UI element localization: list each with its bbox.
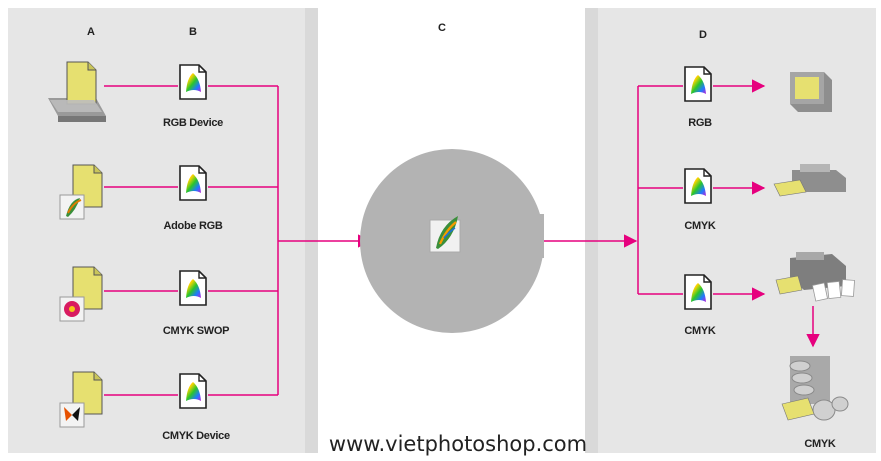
panel-d bbox=[598, 8, 876, 453]
profile-to-device-arrows bbox=[713, 79, 820, 348]
output-bus-connector bbox=[637, 85, 683, 295]
input-profile-label: CMYK Device bbox=[162, 430, 230, 442]
watermark-text: www.vietphotoshop.com bbox=[329, 432, 587, 456]
flower-document-icon bbox=[59, 266, 103, 322]
output-profile-label: RGB bbox=[688, 117, 712, 129]
output-profile-label: CMYK bbox=[684, 220, 716, 232]
column-label-a: A bbox=[87, 26, 95, 38]
desktop-printer-icon bbox=[773, 164, 846, 197]
color-profile-document-icon bbox=[684, 66, 712, 102]
final-output-label: CMYK bbox=[804, 438, 836, 450]
input-profile-label: Adobe RGB bbox=[163, 220, 222, 232]
color-profile-document-icon bbox=[684, 274, 712, 310]
image-document-icon bbox=[59, 164, 103, 220]
color-profile-document-icon bbox=[179, 64, 207, 100]
color-profile-document-icon bbox=[179, 270, 207, 306]
monitor-icon bbox=[790, 72, 832, 112]
a-to-b-connectors bbox=[104, 85, 178, 396]
output-profile-label: CMYK bbox=[684, 325, 716, 337]
panel-a-b bbox=[8, 8, 305, 453]
proof-printer-icon bbox=[775, 252, 855, 302]
color-profile-document-icon bbox=[179, 165, 207, 201]
color-profile-document-icon bbox=[684, 168, 712, 204]
divider-right bbox=[585, 8, 598, 453]
divider-left bbox=[305, 8, 318, 453]
column-label-c: C bbox=[438, 22, 446, 34]
column-label-b: B bbox=[189, 26, 197, 38]
printing-press-icon bbox=[781, 356, 849, 421]
input-profile-label: CMYK SWOP bbox=[163, 325, 229, 337]
butterfly-document-icon bbox=[59, 371, 103, 428]
input-profile-label: RGB Device bbox=[163, 117, 223, 129]
photoshop-feather-icon bbox=[429, 216, 461, 253]
color-profile-document-icon bbox=[179, 373, 207, 409]
column-label-d: D bbox=[699, 29, 707, 41]
scanner-icon bbox=[48, 61, 106, 122]
